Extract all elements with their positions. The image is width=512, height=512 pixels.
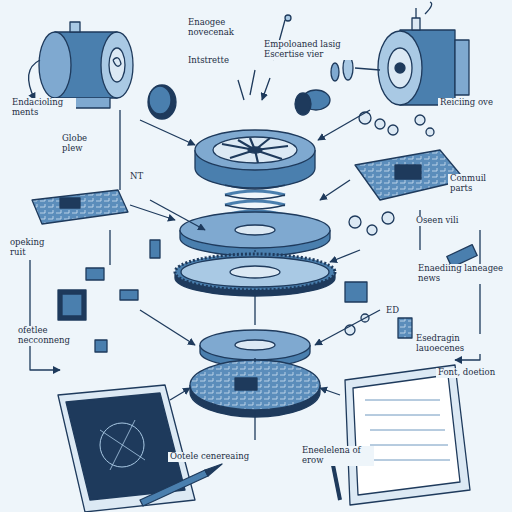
part-label: NT [128, 172, 145, 182]
part-label: Empoloaned lasig Escertise vier [262, 40, 356, 60]
right-circuit-board [320, 150, 465, 200]
part-label: Globe plew [60, 134, 112, 154]
stylus [140, 464, 222, 506]
part-label: Enaogee novecenak [186, 18, 260, 38]
part-label: opeking ruit [8, 238, 60, 258]
left-circuit-board [32, 190, 175, 224]
small-components [58, 212, 477, 352]
part-label: Oseen vili [414, 216, 461, 226]
part-label: Enaediing laneagee news [416, 264, 508, 284]
smartphone [58, 385, 195, 512]
center-stack [175, 130, 335, 417]
part-label: Font, doetion [436, 368, 497, 378]
part-label: ofetlee necconneng [16, 326, 84, 346]
part-label: Reiciing ove [438, 98, 495, 108]
part-label: Esedragin lauoecenes [414, 334, 508, 354]
part-label: Ootele cenereaing [168, 452, 251, 462]
part-label: Intstrette [186, 56, 231, 66]
part-label: Eneelelena of erow [300, 446, 374, 466]
loose-parts [148, 15, 434, 136]
tablet [330, 365, 470, 505]
part-label: Endacioling ments [10, 98, 76, 118]
part-label: ED [384, 306, 401, 316]
part-label: Conmuil parts [448, 174, 508, 194]
flow-arrows [30, 110, 480, 440]
left-motor [29, 22, 133, 108]
